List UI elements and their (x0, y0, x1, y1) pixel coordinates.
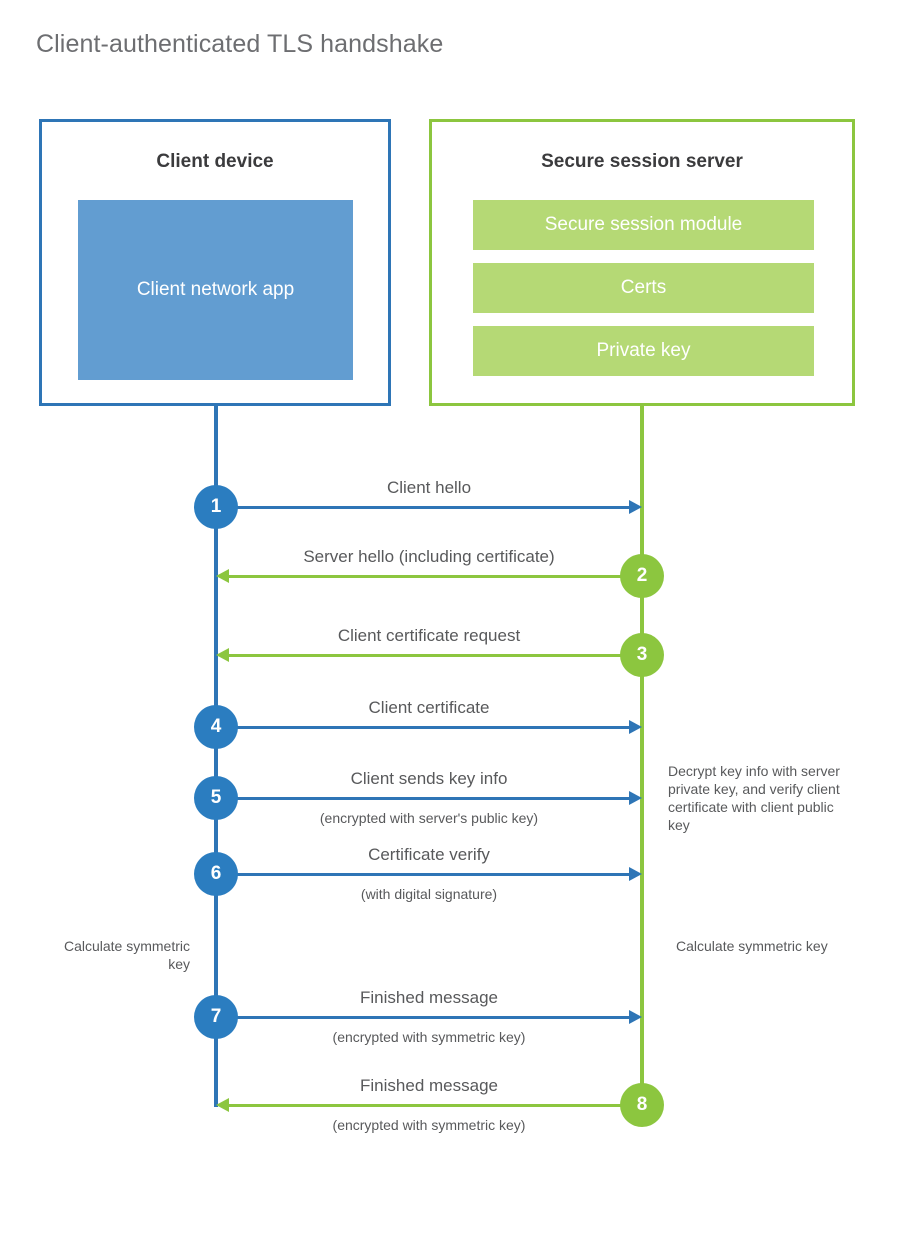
client-network-app-label: Client network app (136, 279, 295, 300)
client-lifeline (214, 405, 218, 1107)
message-arrow-line-6 (216, 873, 631, 876)
client-device-title: Client device (156, 151, 274, 172)
client-device-box: Client device Client network app (39, 119, 391, 406)
message-label-6: Certificate verify (368, 845, 490, 864)
message-sublabel-6: (with digital signature) (360, 886, 498, 902)
step-number-badge-1[interactable]: 1 (194, 485, 238, 529)
message-arrow-line-8 (227, 1104, 642, 1107)
note-client-calculate-symmetric-key: Calculate symmetric key (63, 938, 190, 972)
message-label-4: Client certificate (368, 698, 490, 717)
server-component-certs: Certs (473, 263, 814, 313)
page-title: Client-authenticated TLS handshake (36, 30, 444, 58)
step-number-badge-2[interactable]: 2 (620, 554, 664, 598)
server-component-private-key: Private key (473, 326, 814, 376)
note-decrypt-key-info: Decrypt key info with server private key… (668, 763, 840, 833)
message-label-1: Client hello (386, 478, 472, 497)
secure-session-server-box: Secure session server Secure session mod… (429, 119, 855, 406)
message-arrow-head-7 (629, 1010, 642, 1024)
message-arrow-line-1 (216, 506, 631, 509)
client-network-app-block: Client network app (78, 200, 353, 380)
message-arrow-head-2 (216, 569, 229, 583)
message-label-7: Finished message (360, 988, 498, 1007)
message-arrow-line-4 (216, 726, 631, 729)
message-arrow-head-3 (216, 648, 229, 662)
message-arrow-line-2 (227, 575, 642, 578)
message-label-8: Finished message (360, 1076, 498, 1095)
secure-session-server-title: Secure session server (541, 151, 743, 172)
server-component-label: Certs (620, 277, 667, 298)
message-arrow-line-5 (216, 797, 631, 800)
message-arrow-head-8 (216, 1098, 229, 1112)
message-label-2: Server hello (including certificate) (303, 547, 555, 566)
message-sublabel-8: (encrypted with symmetric key) (332, 1117, 526, 1133)
message-arrow-head-5 (629, 791, 642, 805)
step-number-badge-8[interactable]: 8 (620, 1083, 664, 1127)
message-sublabel-7: (encrypted with symmetric key) (332, 1029, 526, 1045)
message-arrow-head-6 (629, 867, 642, 881)
step-number-badge-6[interactable]: 6 (194, 852, 238, 896)
step-number-badge-3[interactable]: 3 (620, 633, 664, 677)
message-arrow-head-1 (629, 500, 642, 514)
note-server-calculate-symmetric-key: Calculate symmetric key (676, 938, 828, 954)
server-component-secure-session-module: Secure session module (473, 200, 814, 250)
message-arrow-head-4 (629, 720, 642, 734)
server-component-label: Private key (596, 340, 691, 361)
message-sublabel-5: (encrypted with server's public key) (319, 810, 539, 826)
message-label-5: Client sends key info (350, 769, 508, 788)
message-arrow-line-3 (227, 654, 642, 657)
step-number-badge-7[interactable]: 7 (194, 995, 238, 1039)
step-number-badge-4[interactable]: 4 (194, 705, 238, 749)
step-number-badge-5[interactable]: 5 (194, 776, 238, 820)
message-label-3: Client certificate request (337, 626, 521, 645)
server-lifeline (640, 405, 644, 1107)
message-arrow-line-7 (216, 1016, 631, 1019)
server-component-label: Secure session module (544, 214, 743, 235)
